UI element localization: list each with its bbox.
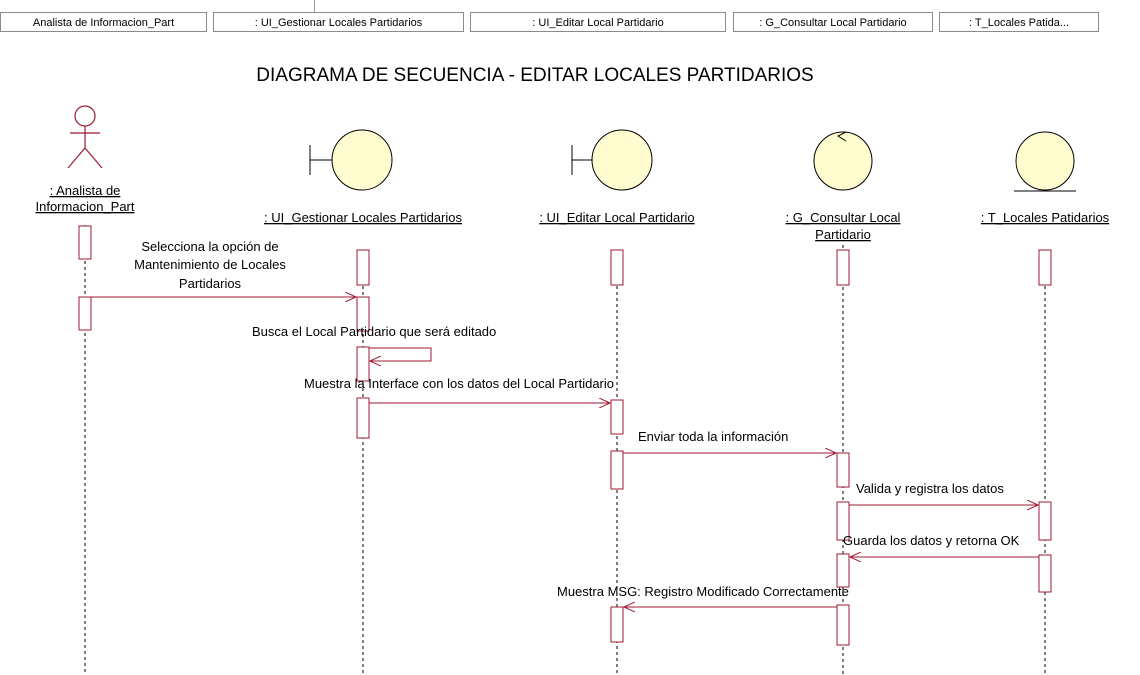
activation-bar: [610, 450, 624, 490]
message-label-3: Muestra la Interface con los datos del L…: [304, 376, 614, 391]
participant-label-g-consultar-line2: Partidario: [815, 227, 871, 242]
message-label-1-line2: Mantenimiento de Locales: [134, 257, 286, 272]
diagram-title: DIAGRAMA DE SECUENCIA - EDITAR LOCALES P…: [256, 65, 813, 86]
activation-bar: [78, 225, 92, 260]
message-arrow-2-self: [369, 347, 432, 361]
entity-icon: [1014, 131, 1076, 192]
participant-label-ui-gestionar: : UI_Gestionar Locales Partidarios: [264, 210, 462, 225]
activation-bar: [610, 606, 624, 643]
participant-label-analista-line2: Informacion_Part: [36, 199, 135, 214]
participant-label-t-locales: : T_Locales Patidarios: [981, 210, 1110, 225]
activation-bar: [836, 553, 850, 588]
participant-header-bar: Analista de Informacion_Part : UI_Gestio…: [0, 0, 1140, 40]
activation-bar: [356, 296, 370, 332]
message-label-1-line3: Partidarios: [179, 276, 242, 291]
message-label-5: Valida y registra los datos: [856, 481, 1004, 496]
lifelines: [84, 225, 1046, 675]
boundary-icon: [571, 129, 653, 191]
message-label-7: Muestra MSG: Registro Modificado Correct…: [557, 584, 849, 599]
message-label-1-line1: Selecciona la opción de: [141, 239, 278, 254]
activation-bar: [836, 604, 850, 646]
header-cell-t-locales[interactable]: : T_Locales Patida...: [939, 12, 1099, 32]
activation-bar: [836, 249, 850, 286]
message-label-4: Enviar toda la información: [638, 429, 788, 444]
activation-bar: [356, 249, 370, 286]
header-cell-g-consultar[interactable]: : G_Consultar Local Partidario: [733, 12, 933, 32]
participant-label-ui-editar: : UI_Editar Local Partidario: [539, 210, 694, 225]
actor-icon: [67, 105, 103, 169]
message-label-2: Busca el Local Partidario que será edita…: [252, 324, 496, 339]
activation-bar: [610, 249, 624, 286]
activation-bar: [1038, 501, 1052, 541]
header-cell-ui-gestionar[interactable]: : UI_Gestionar Locales Partidarios: [213, 12, 464, 32]
activation-bar: [78, 296, 92, 331]
header-cell-analista[interactable]: Analista de Informacion_Part: [0, 12, 207, 32]
header-cell-ui-editar[interactable]: : UI_Editar Local Partidario: [470, 12, 726, 32]
control-icon: [813, 131, 873, 191]
activation-bar: [1038, 249, 1052, 286]
activation-bar: [1038, 554, 1052, 593]
activation-bar: [836, 452, 850, 488]
boundary-icon: [309, 129, 393, 191]
participant-label-g-consultar-line1: : G_Consultar Local: [786, 210, 901, 225]
participant-label-analista-line1: : Analista de: [50, 183, 121, 198]
message-arrows: [91, 297, 1039, 607]
activation-bar: [356, 397, 370, 439]
header-separator-tick: [314, 0, 315, 12]
activation-bar: [836, 501, 850, 541]
activation-bar: [610, 399, 624, 435]
activation-bars: [78, 225, 1052, 646]
message-label-6: Guarda los datos y retorna OK: [843, 533, 1020, 548]
